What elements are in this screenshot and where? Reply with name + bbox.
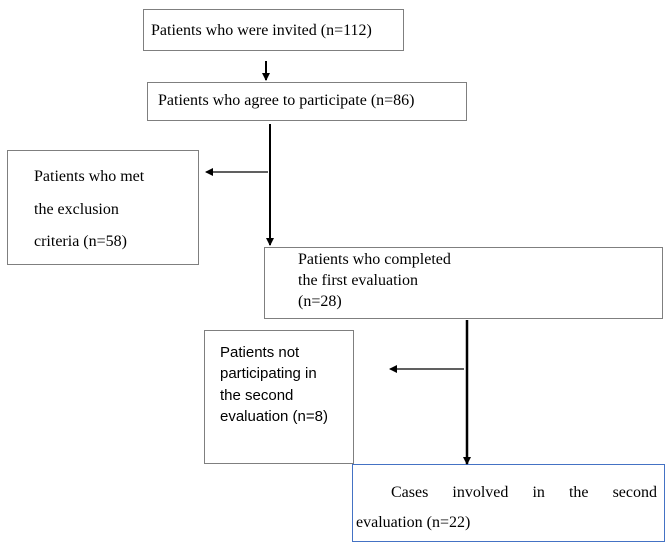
not-participating-line-2: participating in bbox=[220, 365, 317, 382]
agree-box: Patients who agree to participate (n=86) bbox=[147, 82, 467, 121]
second-evaluation-box: Cases involved in the second evaluation … bbox=[352, 464, 665, 542]
invited-label: Patients who were invited (n=112) bbox=[151, 22, 372, 39]
exclusion-line-3: criteria (n=58) bbox=[34, 233, 127, 250]
first-evaluation-line-3: (n=28) bbox=[298, 293, 342, 310]
first-evaluation-box: Patients who completed the first evaluat… bbox=[264, 247, 663, 319]
not-participating-line-1: Patients not bbox=[220, 344, 300, 361]
second-evaluation-line-1: Cases involved in the second bbox=[391, 484, 657, 501]
exclusion-box: Patients who met the exclusion criteria … bbox=[7, 150, 199, 265]
first-evaluation-line-1: Patients who completed bbox=[298, 251, 451, 268]
exclusion-line-1: Patients who met bbox=[34, 168, 145, 185]
second-evaluation-line-2: evaluation (n=22) bbox=[356, 514, 471, 531]
invited-box: Patients who were invited (n=112) bbox=[143, 9, 404, 51]
not-participating-line-3: the second bbox=[220, 387, 294, 404]
not-participating-line-4: evaluation (n=8) bbox=[220, 408, 328, 425]
agree-label: Patients who agree to participate (n=86) bbox=[158, 92, 415, 109]
exclusion-line-2: the exclusion bbox=[34, 201, 119, 218]
not-participating-box: Patients not participating in the second… bbox=[204, 330, 354, 464]
first-evaluation-line-2: the first evaluation bbox=[298, 272, 418, 289]
